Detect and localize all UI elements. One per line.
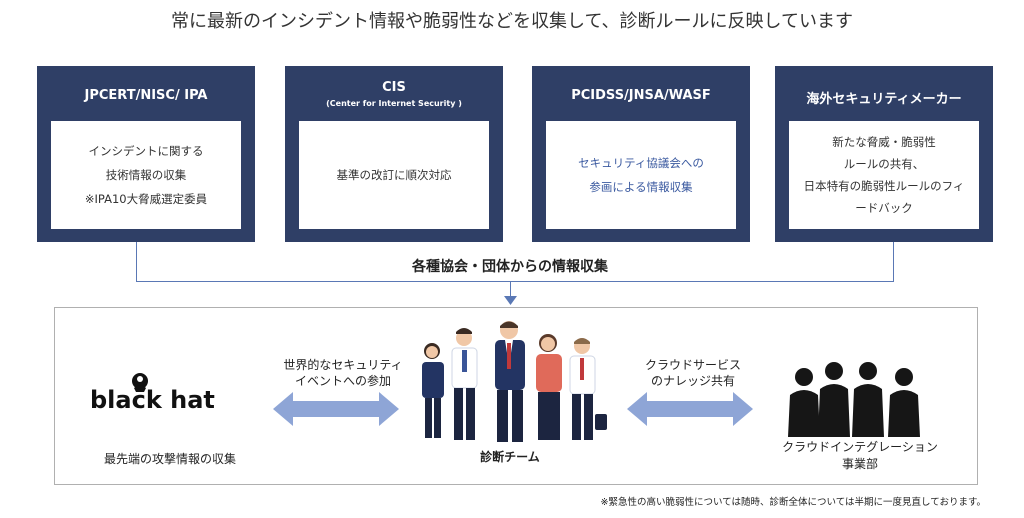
card-subtitle: (Center for Internet Security ) — [326, 99, 462, 108]
blackhat-logo: black hat — [90, 373, 215, 414]
left-arrow-label: 世界的なセキュリティ イベントへの参加 — [268, 357, 418, 389]
card-line: ルールの共有、 — [843, 157, 925, 171]
label-line: クラウドサービス — [644, 358, 741, 372]
card-line: インシデントに関する — [88, 144, 204, 158]
card-line: セキュリティ協議会への — [578, 156, 704, 170]
label-line: イベントへの参加 — [294, 374, 391, 388]
card-jpcert: JPCERT/NISC/ IPA インシデントに関する 技術情報の収集 ※IPA… — [37, 66, 255, 242]
connector-line — [136, 242, 137, 282]
connector-line — [510, 281, 511, 299]
connector-line — [136, 281, 894, 282]
card-body: 基準の改訂に順次対応 — [299, 121, 489, 229]
card-line: 参画による情報収集 — [589, 180, 693, 194]
double-arrow-icon — [273, 392, 399, 426]
card-line: ※IPA10大脅威選定委員 — [84, 192, 208, 206]
card-overseas: 海外セキュリティメーカー 新たな脅威・脆弱性 ルールの共有、 日本特有の脆弱性ル… — [775, 66, 993, 242]
label-line: 世界的なセキュリティ — [283, 358, 403, 372]
double-arrow-icon — [627, 392, 753, 426]
label-line: のナレッジ共有 — [650, 374, 735, 388]
footnote: ※緊急性の高い脆弱性については随時、診断全体については半期に一度見直しております… — [600, 497, 987, 508]
blackhat-logo-text: black hat — [90, 386, 215, 414]
card-title: JPCERT/NISC/ IPA — [84, 88, 208, 103]
card-line: ードバック — [855, 201, 913, 215]
card-cis: CIS (Center for Internet Security ) 基準の改… — [285, 66, 503, 242]
caption-line: クラウドインテグレーション — [782, 440, 938, 454]
team-label: 診断チーム — [480, 450, 540, 464]
down-arrow-icon — [504, 296, 517, 305]
card-pcidss: PCIDSS/JNSA/WASF セキュリティ協議会への 参画による情報収集 — [532, 66, 750, 242]
caption-line: 事業部 — [841, 457, 878, 471]
card-body: セキュリティ協議会への 参画による情報収集 — [546, 121, 736, 229]
card-title: CIS — [382, 80, 406, 95]
card-title: 海外セキュリティメーカー — [806, 92, 962, 107]
card-line: 基準の改訂に順次対応 — [336, 168, 452, 182]
card-title: PCIDSS/JNSA/WASF — [571, 88, 711, 103]
right-arrow-label: クラウドサービス のナレッジ共有 — [618, 357, 768, 389]
business-people-silhouette — [788, 362, 920, 437]
collect-label: 各種協会・団体からの情報収集 — [360, 256, 660, 276]
cloud-integration-caption: クラウドインテグレーション 事業部 — [770, 439, 950, 473]
page-title: 常に最新のインシデント情報や脆弱性などを収集して、診断ルールに反映しています — [170, 11, 854, 32]
card-line: 新たな脅威・脆弱性 — [832, 135, 936, 149]
card-line: 技術情報の収集 — [105, 168, 187, 182]
card-body: 新たな脅威・脆弱性 ルールの共有、 日本特有の脆弱性ルールのフィ ードバック — [789, 121, 979, 229]
card-body: インシデントに関する 技術情報の収集 ※IPA10大脅威選定委員 — [51, 121, 241, 229]
diagnosis-team-illustration — [422, 321, 607, 442]
blackhat-caption: 最先端の攻撃情報の収集 — [103, 452, 236, 466]
card-line: 日本特有の脆弱性ルールのフィ — [803, 179, 965, 193]
connector-line — [893, 242, 894, 282]
